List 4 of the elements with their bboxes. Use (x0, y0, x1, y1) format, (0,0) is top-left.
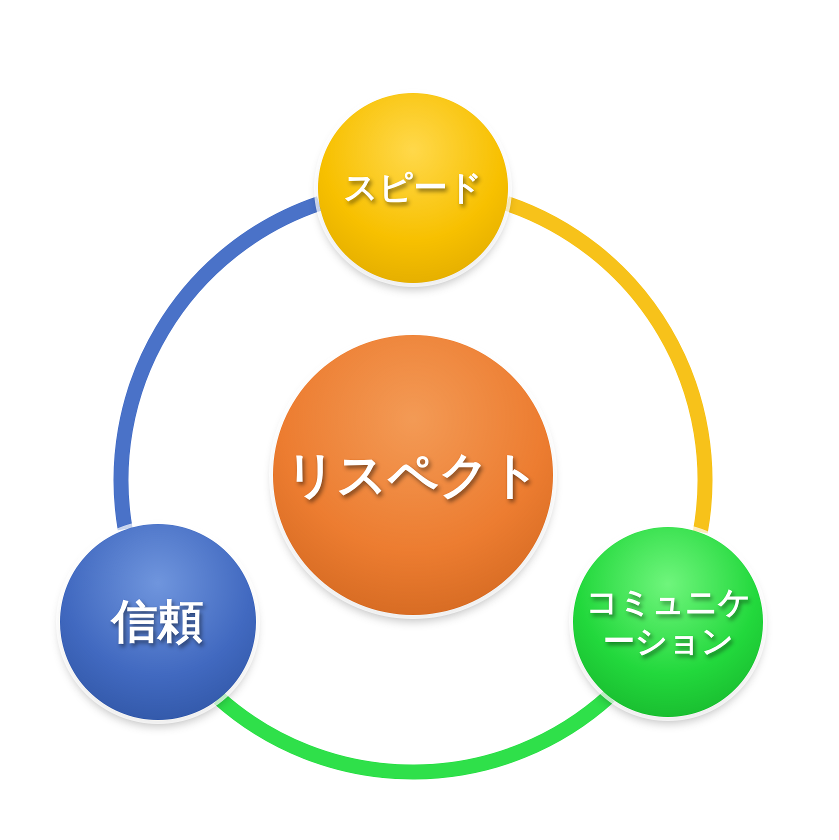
circle-label: コミュニケーション (584, 583, 752, 660)
circle-label: リスペクト (284, 445, 542, 505)
circle-label: 信頼 (109, 594, 205, 650)
circle-label: スピード (342, 168, 484, 208)
